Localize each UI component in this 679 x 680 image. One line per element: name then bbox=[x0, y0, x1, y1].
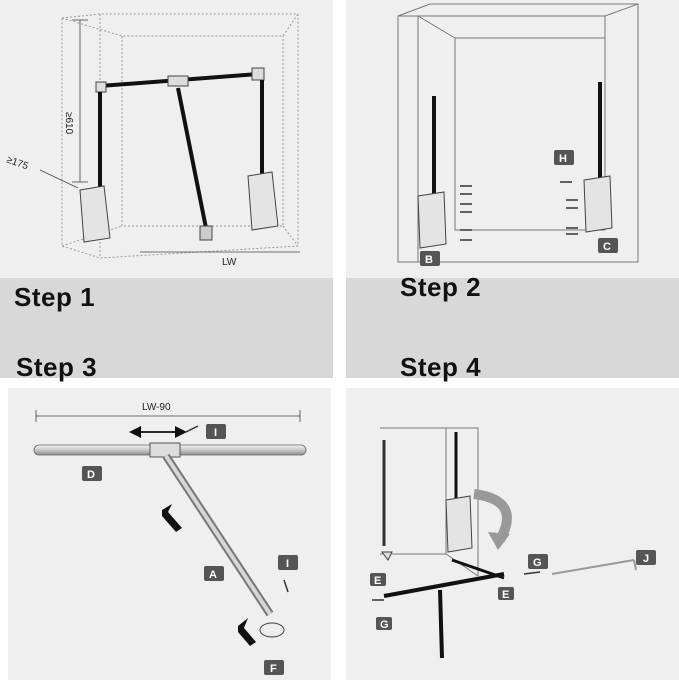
step3-label: Step 3 bbox=[16, 352, 98, 382]
tag-i-top: I bbox=[206, 424, 226, 439]
tag-h: H bbox=[554, 150, 574, 165]
tag-e-right-text: E bbox=[502, 589, 509, 601]
step4-screw-icons bbox=[372, 571, 541, 601]
tag-a-text: A bbox=[209, 569, 217, 581]
tag-e-left-text: E bbox=[374, 575, 381, 587]
tag-c: C bbox=[598, 238, 618, 253]
band-step1 bbox=[0, 278, 333, 378]
tag-f: F bbox=[264, 660, 284, 675]
step4-label: Step 4 bbox=[400, 352, 482, 382]
bar-length-label: LW-90 bbox=[142, 402, 171, 413]
rotate-arrow-icon bbox=[473, 489, 512, 550]
tag-d: D bbox=[82, 466, 102, 481]
step2-screws bbox=[460, 181, 578, 241]
step4-rod bbox=[551, 559, 637, 575]
tag-c-text: C bbox=[603, 241, 611, 253]
tag-g-left-text: G bbox=[380, 619, 389, 631]
tag-b: B bbox=[420, 251, 440, 266]
step1-height-dimension bbox=[72, 19, 88, 183]
step3-arm bbox=[162, 453, 285, 638]
tag-g-right-text: G bbox=[533, 557, 542, 569]
step2-cabinet bbox=[397, 3, 639, 263]
step3-dimension bbox=[35, 410, 301, 422]
tag-e-left: E bbox=[370, 573, 386, 587]
panel-step4 bbox=[346, 388, 679, 680]
tag-j-text: J bbox=[643, 553, 649, 565]
step3-screw-icons bbox=[185, 425, 289, 593]
step2-uprights bbox=[417, 82, 613, 249]
step2-label: Step 2 bbox=[400, 272, 482, 302]
tag-d-text: D bbox=[87, 469, 95, 481]
tag-i-bottom: I bbox=[278, 555, 298, 570]
tag-e-right: E bbox=[498, 587, 514, 601]
width-dimension-label: LW bbox=[222, 257, 237, 268]
step4-cabinet bbox=[380, 427, 479, 577]
tag-b-text: B bbox=[425, 254, 433, 266]
band-step2 bbox=[346, 278, 679, 378]
tag-a: A bbox=[204, 566, 224, 581]
step1-depth-dimension bbox=[39, 169, 79, 189]
tag-i-top-text: I bbox=[214, 427, 217, 439]
depth-dimension-label: ≥175 bbox=[5, 154, 30, 172]
step1-label: Step 1 bbox=[14, 282, 96, 312]
step4-mechanism bbox=[381, 432, 505, 659]
tag-g-right: G bbox=[528, 554, 548, 569]
tag-h-text: H bbox=[559, 153, 567, 165]
tag-j: J bbox=[636, 550, 656, 565]
step3-push-arrows bbox=[162, 504, 256, 646]
tag-f-text: F bbox=[270, 663, 277, 675]
step1-lift-mechanism bbox=[79, 67, 279, 243]
tag-i-bottom-text: I bbox=[286, 558, 289, 570]
tag-g-left: G bbox=[376, 617, 392, 631]
height-dimension-label: ≥610 bbox=[63, 112, 74, 135]
